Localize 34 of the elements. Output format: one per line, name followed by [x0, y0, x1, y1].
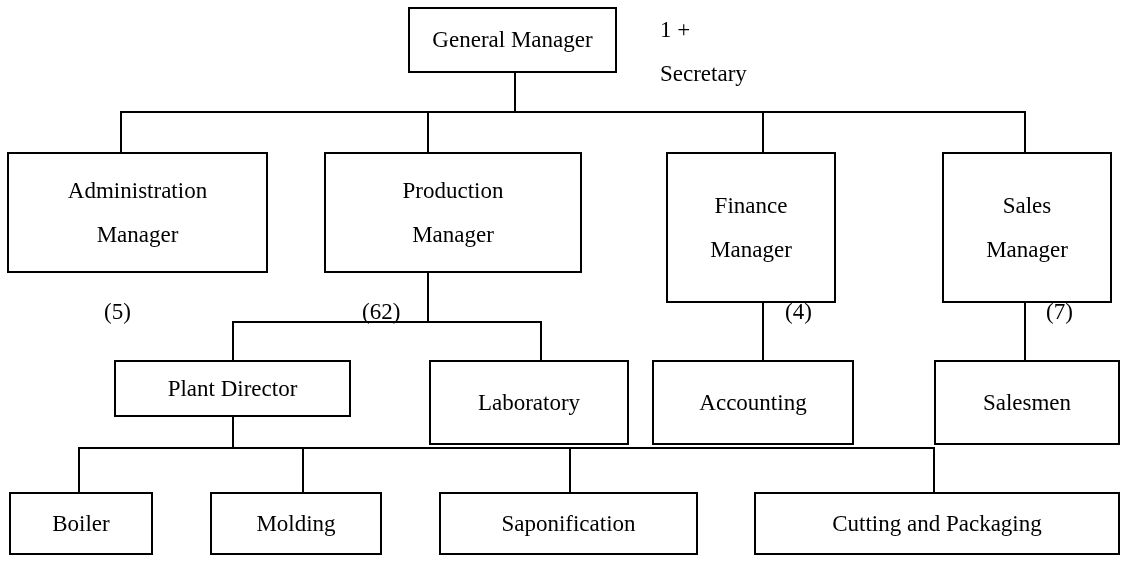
- staff-note: (4): [785, 298, 812, 326]
- org-box: [9, 492, 153, 555]
- connector-line: [1024, 302, 1026, 361]
- box-label: Saponification: [501, 509, 636, 538]
- box-label: Production Manager: [401, 176, 505, 249]
- box-label: Accounting: [699, 388, 807, 417]
- org-box: [942, 152, 1112, 303]
- connector-line: [427, 272, 542, 361]
- box-label: Laboratory: [477, 388, 581, 417]
- org-box: [652, 360, 854, 445]
- org-box: [210, 492, 382, 555]
- connector-line: [762, 302, 764, 361]
- org-box: [666, 152, 836, 303]
- org-box: [7, 152, 268, 273]
- staff-note: 1 + Secretary: [660, 16, 748, 88]
- box-label: Administration Manager: [66, 176, 209, 249]
- org-box: [934, 360, 1120, 445]
- staff-note: (62): [362, 298, 401, 326]
- org-box: [324, 152, 582, 273]
- box-label: Cutting and Packaging: [832, 509, 1042, 538]
- staff-note: (5): [104, 298, 131, 326]
- staff-note: (7): [1046, 298, 1073, 326]
- box-label: Finance Manager: [709, 191, 793, 264]
- org-box: [408, 7, 617, 73]
- box-label: Sales Manager: [985, 191, 1069, 264]
- box-label: Boiler: [52, 509, 110, 538]
- org-box: [429, 360, 629, 445]
- box-label: Plant Director: [167, 374, 298, 403]
- box-label: General Manager: [432, 26, 593, 55]
- org-box: [754, 492, 1120, 555]
- box-label: Molding: [256, 509, 336, 538]
- box-label: Salesmen: [982, 388, 1072, 417]
- org-box: [114, 360, 351, 417]
- org-box: [439, 492, 698, 555]
